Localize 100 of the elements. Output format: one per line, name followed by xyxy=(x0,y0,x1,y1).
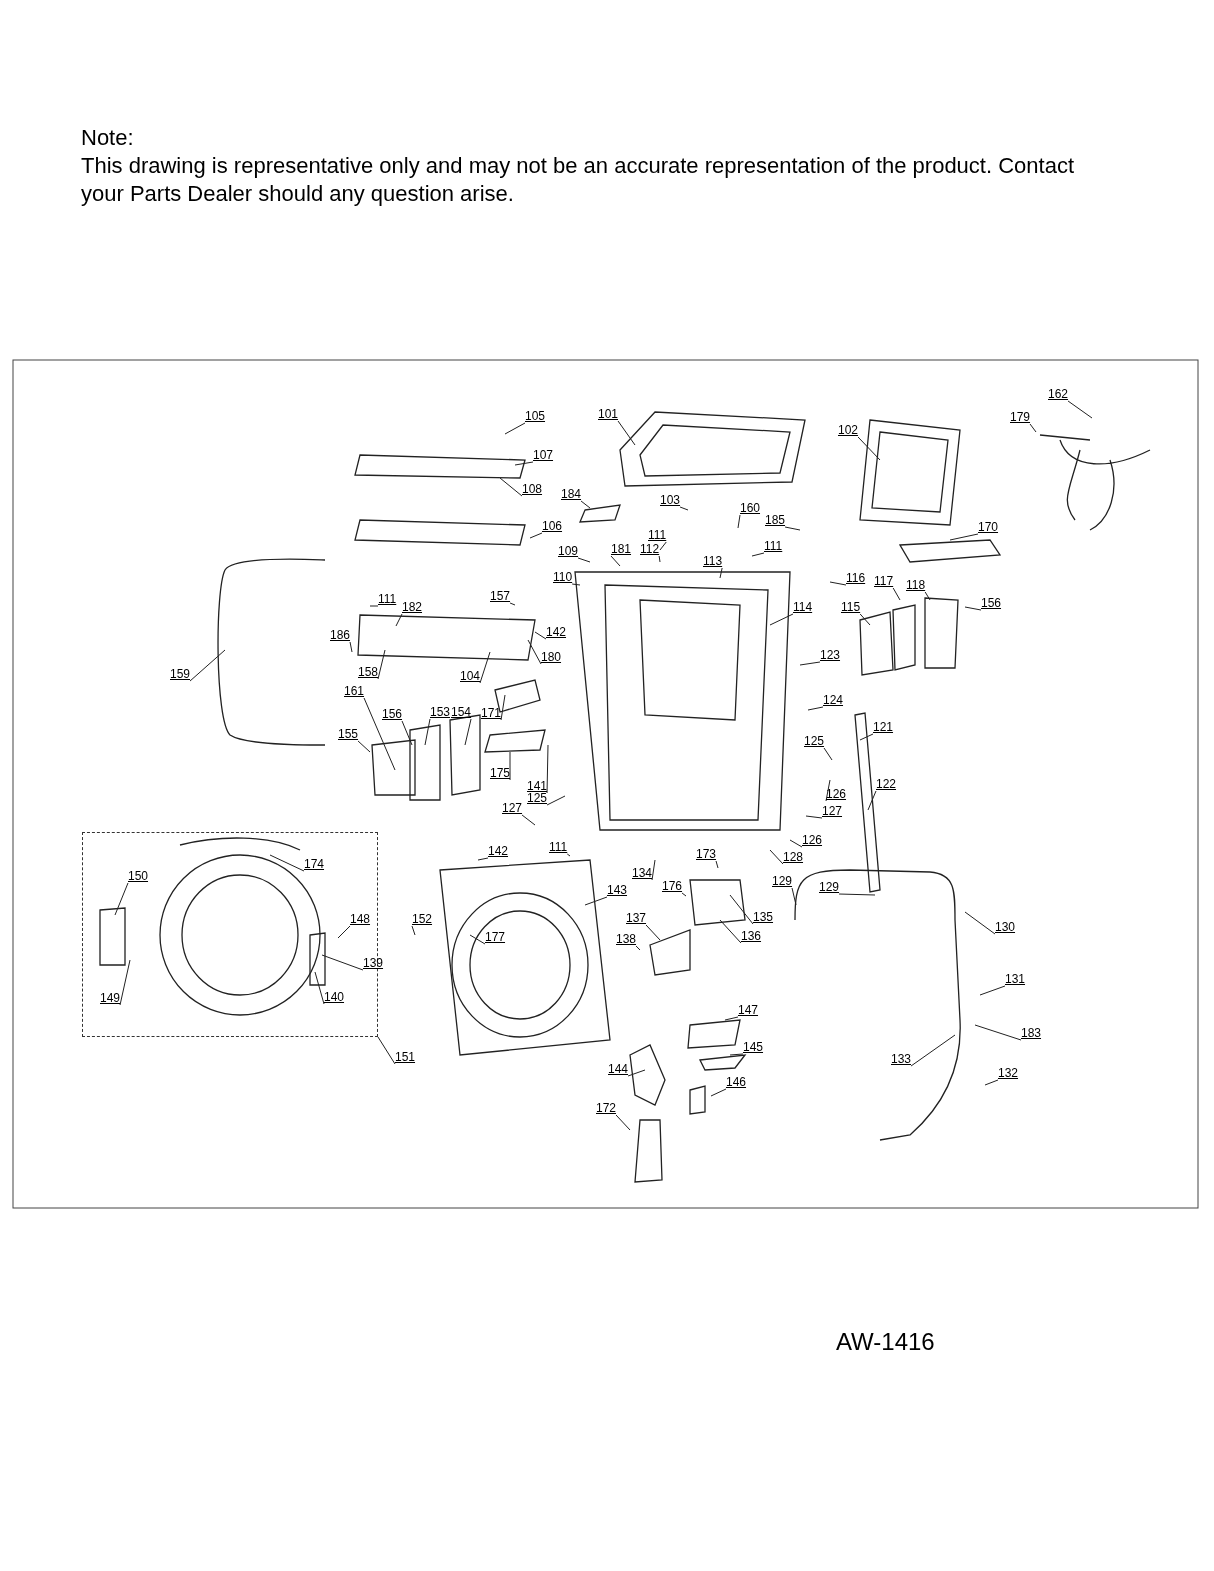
callout-number: 142 xyxy=(546,626,567,639)
callout-number: 125 xyxy=(527,792,548,805)
callout-number: 109 xyxy=(558,545,579,558)
callout-number: 114 xyxy=(793,601,813,614)
callout-number: 170 xyxy=(978,521,999,534)
callout-number: 110 xyxy=(553,571,573,584)
callout-number: 156 xyxy=(981,597,1002,610)
callout-number: 176 xyxy=(662,880,683,893)
leader-line xyxy=(363,697,396,771)
callout-number: 181 xyxy=(611,543,632,556)
callout-number: 174 xyxy=(304,858,325,871)
leader-line xyxy=(321,954,364,971)
callout-number: 111 xyxy=(549,841,568,854)
callout-number: 160 xyxy=(740,502,761,515)
callout-number: 126 xyxy=(826,788,847,801)
callout-number: 173 xyxy=(696,848,717,861)
callout-number: 147 xyxy=(738,1004,759,1017)
leader-line xyxy=(1067,400,1093,419)
leader-line xyxy=(769,613,794,626)
callout-number: 117 xyxy=(874,575,894,588)
callout-number: 146 xyxy=(726,1076,747,1089)
callout-number: 155 xyxy=(338,728,359,741)
callout-number: 139 xyxy=(363,957,384,970)
callout-number: 159 xyxy=(170,668,191,681)
callout-number: 103 xyxy=(660,494,681,507)
leader-line xyxy=(829,581,847,586)
leader-line xyxy=(499,477,523,497)
callout-number: 113 xyxy=(703,555,723,568)
leader-line xyxy=(910,1034,956,1067)
leader-line xyxy=(825,779,831,802)
leader-line xyxy=(529,532,543,539)
leader-line xyxy=(411,925,416,936)
leader-line xyxy=(546,795,566,806)
callout-number: 125 xyxy=(804,735,825,748)
leader-line xyxy=(509,602,516,606)
callout-number: 152 xyxy=(412,913,433,926)
leader-line xyxy=(964,911,996,935)
callout-number: 131 xyxy=(1005,973,1026,986)
callout-number: 140 xyxy=(324,991,345,1004)
drawing-code: AW-1416 xyxy=(836,1328,935,1356)
callout-number: 157 xyxy=(490,590,511,603)
callout-number: 133 xyxy=(891,1053,912,1066)
leader-line xyxy=(645,924,661,941)
callout-number: 137 xyxy=(626,912,647,925)
leader-line xyxy=(984,1079,999,1086)
callout-number: 186 xyxy=(330,629,351,642)
leader-line xyxy=(464,718,472,746)
callout-number: 184 xyxy=(561,488,582,501)
leader-line xyxy=(521,814,536,826)
leader-line xyxy=(857,436,881,461)
leader-line xyxy=(269,854,305,872)
leader-line xyxy=(807,706,824,711)
leader-line xyxy=(610,555,621,567)
callout-number: 185 xyxy=(765,514,786,527)
callout-number: 112 xyxy=(640,543,660,556)
callout-number: 111 xyxy=(648,529,667,542)
callout-number: 127 xyxy=(502,802,523,815)
note-heading: Note: xyxy=(81,124,134,152)
leader-line xyxy=(369,605,379,607)
callout-number: 142 xyxy=(488,845,509,858)
leader-line xyxy=(838,893,876,896)
leader-line xyxy=(679,506,689,511)
leader-line xyxy=(974,1024,1022,1041)
leader-line xyxy=(580,500,591,509)
callout-number: 116 xyxy=(846,572,866,585)
leader-line xyxy=(527,639,542,665)
leader-line xyxy=(659,541,667,551)
callout-number: 123 xyxy=(820,649,841,662)
leader-line xyxy=(114,882,129,916)
leader-line xyxy=(534,631,547,640)
leader-line xyxy=(859,613,871,626)
leader-line xyxy=(349,641,353,653)
leader-line xyxy=(357,740,371,753)
leader-line xyxy=(500,694,506,721)
leader-line xyxy=(949,533,979,541)
callout-number: 115 xyxy=(841,601,861,614)
leader-line xyxy=(469,934,486,945)
leader-line xyxy=(681,892,687,897)
leader-line xyxy=(769,849,784,865)
note-text: This drawing is representative only and may not be an accurate representation of the product. Contact your Parts Dealer should any question arise. xyxy=(81,152,1075,208)
callout-number: 162 xyxy=(1048,388,1069,401)
leader-line xyxy=(395,613,403,627)
leader-line xyxy=(805,815,823,819)
callout-number: 148 xyxy=(350,913,371,926)
leader-line xyxy=(859,733,874,741)
callout-number: 172 xyxy=(596,1102,617,1115)
leader-line xyxy=(924,591,931,601)
leader-line xyxy=(424,718,431,746)
leader-line xyxy=(823,747,833,761)
callout-number: 130 xyxy=(995,921,1016,934)
callout-number: 107 xyxy=(533,449,554,462)
callout-number: 128 xyxy=(783,851,804,864)
leader-line xyxy=(119,959,131,1006)
callout-number: 134 xyxy=(632,867,653,880)
leader-line xyxy=(577,557,591,563)
callout-number: 127 xyxy=(822,805,843,818)
callout-number: 102 xyxy=(838,424,859,437)
callout-number: 161 xyxy=(344,685,365,698)
leader-line xyxy=(1029,423,1037,433)
callout-number: 150 xyxy=(128,870,149,883)
